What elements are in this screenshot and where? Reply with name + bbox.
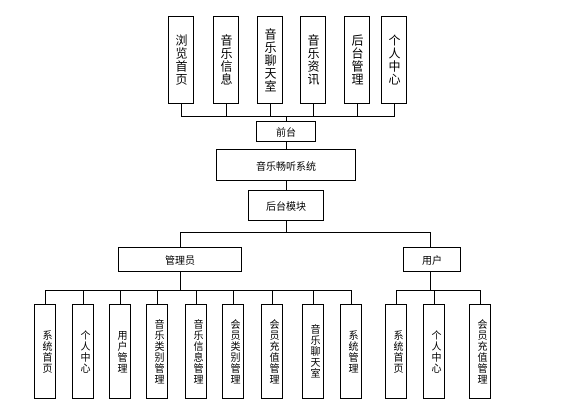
admin-module-label: 系统首页 bbox=[40, 329, 51, 374]
connector-line bbox=[430, 272, 431, 290]
connector-line bbox=[430, 232, 431, 247]
admin-module-member-category-management: 会员类别管理 bbox=[222, 304, 244, 399]
connector-line bbox=[286, 181, 287, 190]
connector-line bbox=[357, 104, 358, 117]
user-label: 用户 bbox=[422, 256, 442, 267]
backend-node: 后台模块 bbox=[248, 190, 324, 221]
connector-line bbox=[480, 290, 481, 304]
connector-line bbox=[181, 116, 395, 117]
connector-line bbox=[180, 272, 181, 290]
user-module-label: 个人中心 bbox=[429, 329, 440, 374]
frontend-module-backend-management: 后台管理 bbox=[344, 16, 370, 104]
admin-module-label: 音乐信息管理 bbox=[191, 318, 202, 385]
frontend-module-label: 音乐资讯 bbox=[306, 34, 320, 86]
connector-line bbox=[313, 290, 314, 304]
admin-module-system-home: 系统首页 bbox=[34, 304, 56, 399]
connector-line bbox=[83, 290, 84, 304]
connector-line bbox=[286, 142, 287, 149]
connector-line bbox=[272, 290, 273, 304]
system-node: 音乐畅听系统 bbox=[216, 149, 356, 181]
frontend-module-label: 音乐信息 bbox=[219, 34, 233, 86]
admin-module-user-management: 用户管理 bbox=[109, 304, 131, 399]
connector-line bbox=[45, 290, 46, 304]
connector-line bbox=[434, 290, 435, 304]
system-label: 音乐畅听系统 bbox=[256, 161, 316, 173]
frontend-module-label: 音乐聊天室 bbox=[263, 27, 277, 93]
connector-line bbox=[233, 290, 234, 304]
admin-module-system-management: 系统管理 bbox=[340, 304, 362, 399]
connector-line bbox=[394, 104, 395, 117]
connector-line bbox=[180, 232, 431, 233]
user-module-member-recharge-management: 会员充值管理 bbox=[469, 304, 491, 399]
admin-label: 管理员 bbox=[165, 256, 195, 267]
frontend-module-label: 个人中心 bbox=[387, 34, 401, 86]
backend-label: 后台模块 bbox=[266, 202, 306, 213]
admin-module-music-info-management: 音乐信息管理 bbox=[185, 304, 207, 399]
admin-module-member-recharge-management: 会员充值管理 bbox=[261, 304, 283, 399]
admin-module-label: 系统管理 bbox=[346, 329, 357, 374]
connector-line bbox=[120, 290, 121, 304]
frontend-module-music-news: 音乐资讯 bbox=[300, 16, 326, 104]
frontend-module-personal-center: 个人中心 bbox=[381, 16, 407, 104]
user-module-system-home: 系统首页 bbox=[385, 304, 407, 399]
user-module-label: 会员充值管理 bbox=[475, 318, 486, 385]
frontend-module-browse-home: 浏览首页 bbox=[168, 16, 194, 104]
admin-module-label: 音乐聊天室 bbox=[308, 324, 319, 379]
admin-module-personal-center: 个人中心 bbox=[72, 304, 94, 399]
frontend-module-label: 浏览首页 bbox=[174, 34, 188, 86]
user-node: 用户 bbox=[403, 247, 461, 272]
admin-module-label: 会员类别管理 bbox=[228, 318, 239, 385]
user-module-label: 系统首页 bbox=[391, 329, 402, 374]
connector-line bbox=[180, 232, 181, 247]
connector-line bbox=[286, 221, 287, 232]
admin-module-label: 会员充值管理 bbox=[267, 318, 278, 385]
connector-line bbox=[351, 290, 352, 304]
frontend-label: 前台 bbox=[276, 128, 296, 139]
admin-module-music-category-management: 音乐类别管理 bbox=[146, 304, 168, 399]
admin-module-music-chatroom: 音乐聊天室 bbox=[302, 304, 324, 399]
connector-line bbox=[181, 104, 182, 117]
connector-line bbox=[313, 104, 314, 117]
connector-line bbox=[396, 290, 481, 291]
connector-line bbox=[196, 290, 197, 304]
admin-module-label: 音乐类别管理 bbox=[152, 318, 163, 385]
user-module-personal-center: 个人中心 bbox=[423, 304, 445, 399]
connector-line bbox=[286, 116, 287, 121]
admin-module-label: 用户管理 bbox=[115, 329, 126, 374]
connector-line bbox=[157, 290, 158, 304]
frontend-module-music-chatroom: 音乐聊天室 bbox=[257, 16, 283, 104]
frontend-node: 前台 bbox=[256, 121, 316, 142]
admin-module-label: 个人中心 bbox=[78, 329, 89, 374]
connector-line bbox=[45, 290, 352, 291]
frontend-module-music-info: 音乐信息 bbox=[213, 16, 239, 104]
connector-line bbox=[270, 104, 271, 117]
connector-line bbox=[226, 104, 227, 117]
connector-line bbox=[396, 290, 397, 304]
admin-node: 管理员 bbox=[118, 247, 242, 272]
frontend-module-label: 后台管理 bbox=[350, 34, 364, 86]
